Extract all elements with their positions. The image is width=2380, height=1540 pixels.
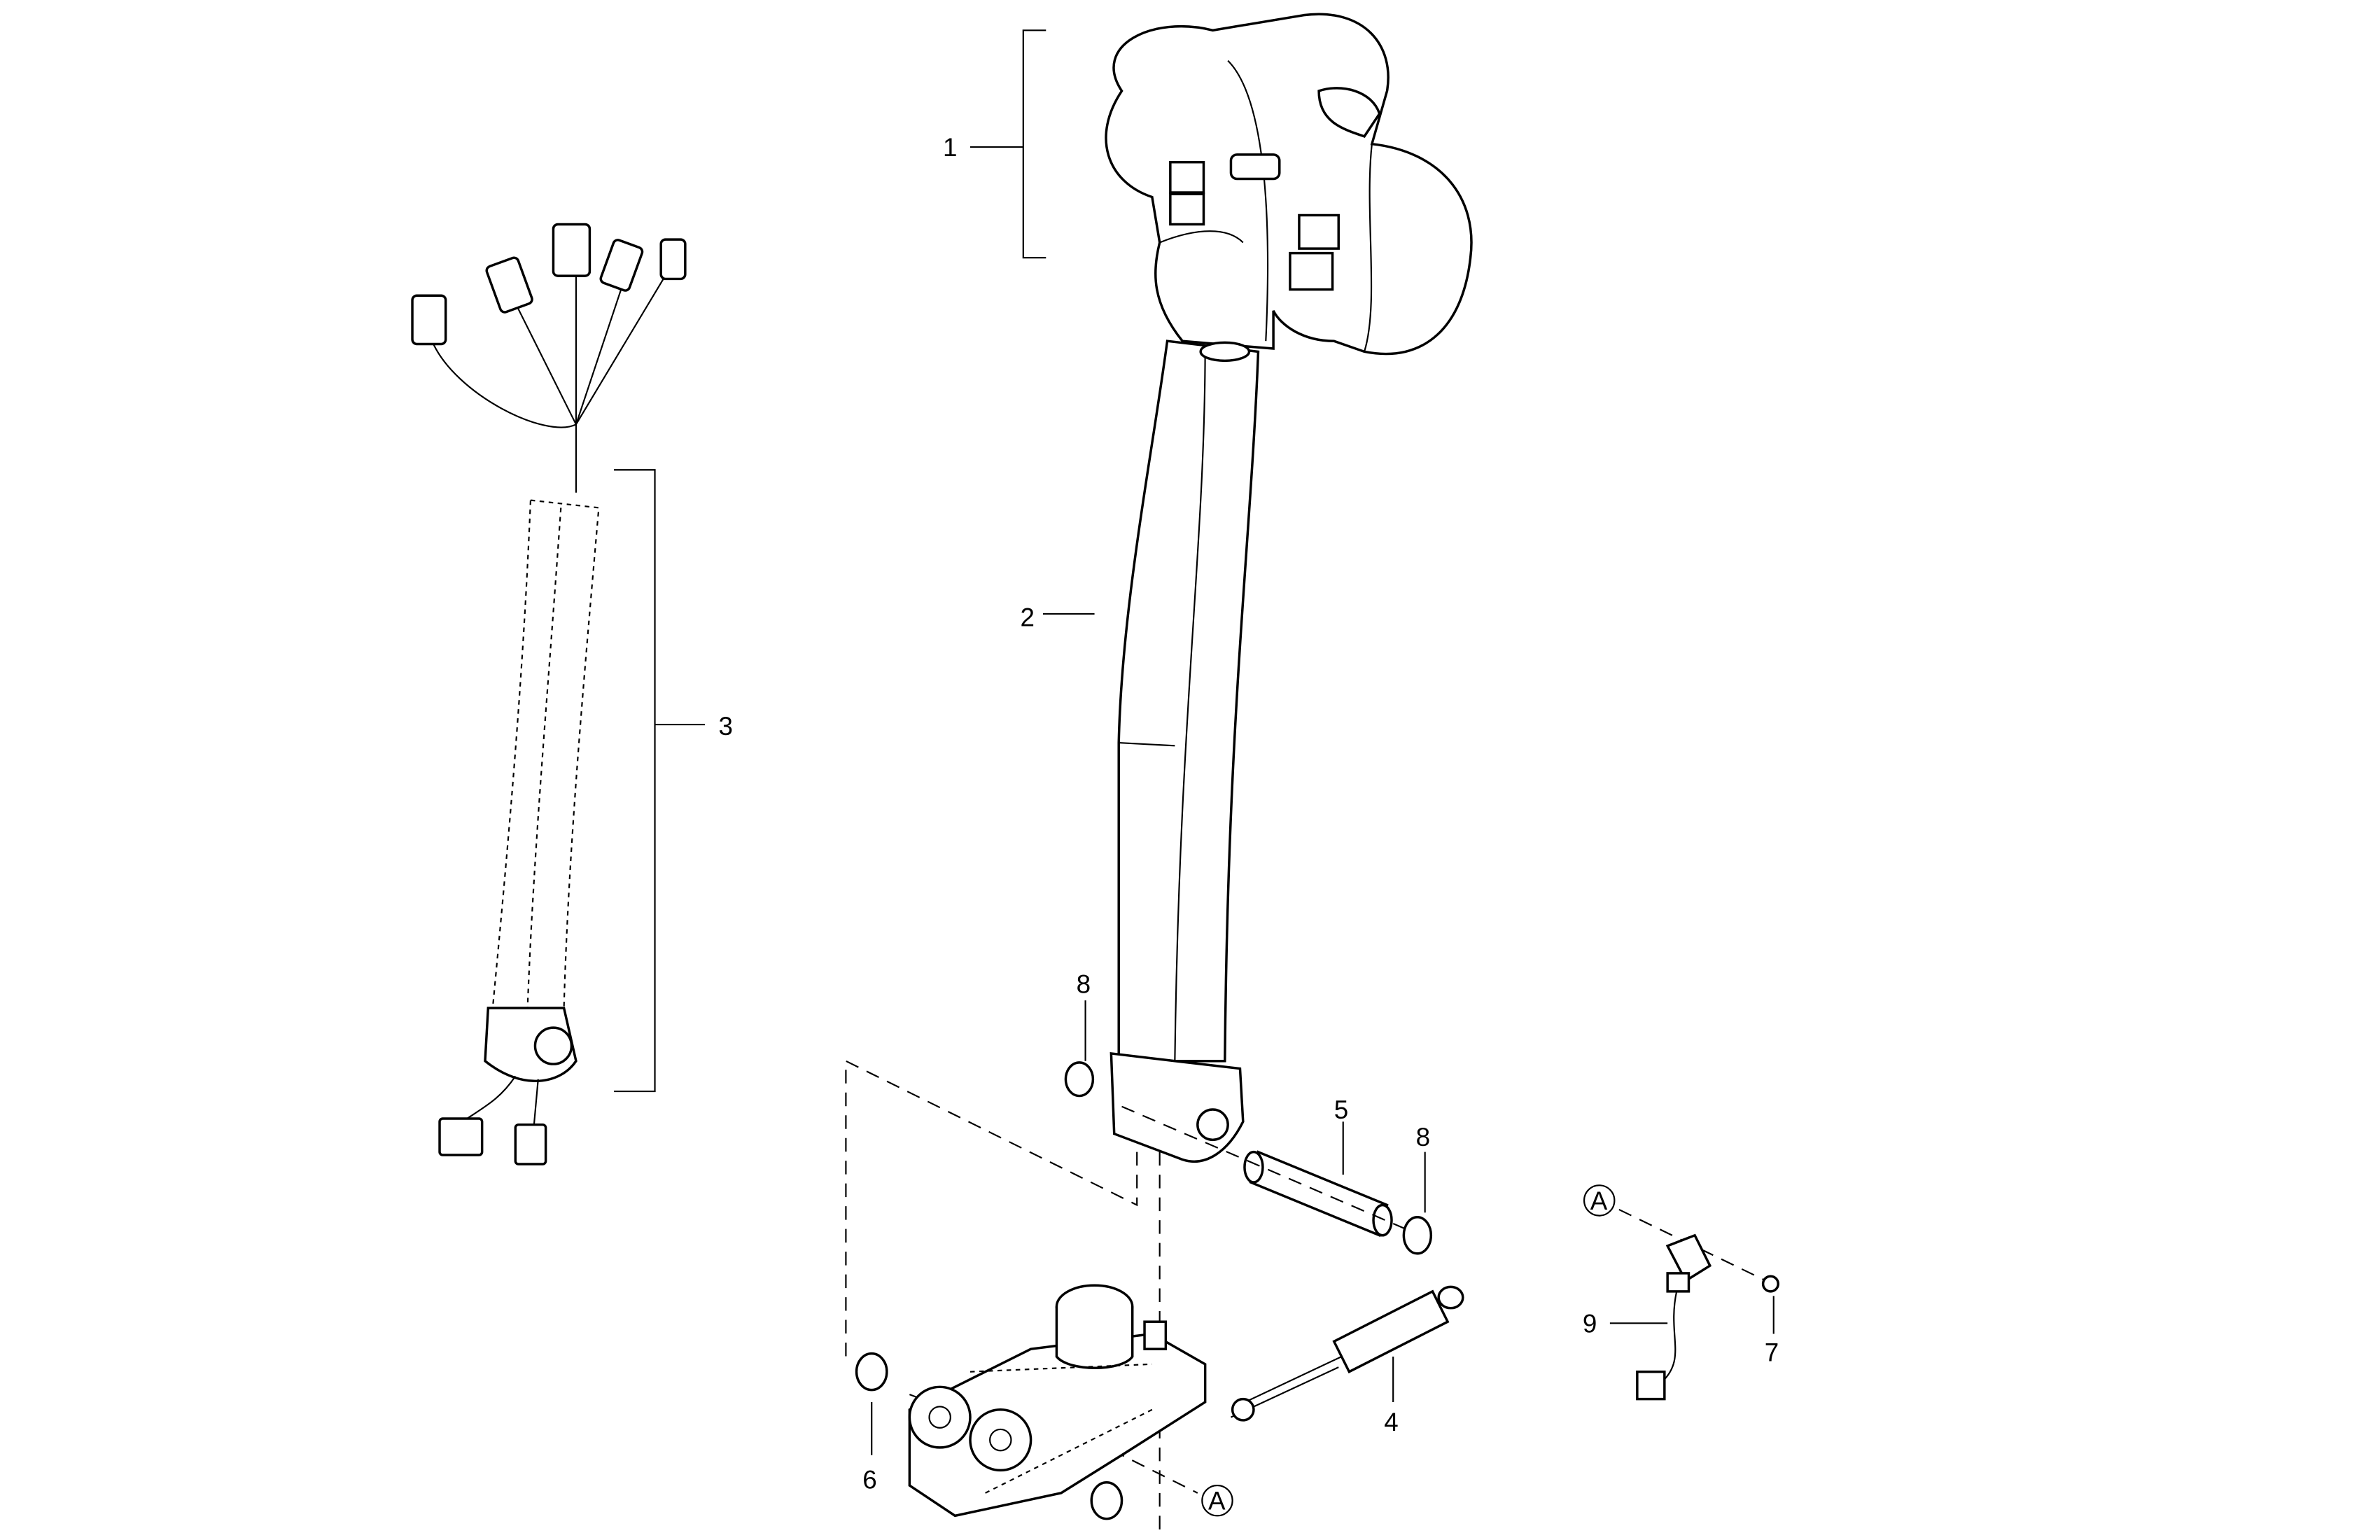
callout-3: 3 bbox=[614, 469, 733, 1093]
tiller-handle bbox=[1105, 13, 1473, 356]
circlip-right: 8 bbox=[1402, 1123, 1433, 1255]
circlip-left: 8 bbox=[1064, 969, 1095, 1098]
svg-text:4: 4 bbox=[1384, 1408, 1398, 1436]
svg-text:8: 8 bbox=[1077, 969, 1091, 998]
callout-2: 2 bbox=[1020, 603, 1095, 631]
wiring-harness bbox=[411, 223, 687, 1166]
reference-a-base: A bbox=[1201, 1484, 1233, 1517]
svg-text:8: 8 bbox=[1416, 1123, 1430, 1152]
svg-text:9: 9 bbox=[1583, 1309, 1597, 1338]
svg-text:5: 5 bbox=[1334, 1096, 1348, 1124]
svg-text:6: 6 bbox=[862, 1465, 876, 1494]
svg-text:A: A bbox=[1208, 1487, 1226, 1516]
screw: 7 bbox=[1761, 1275, 1779, 1366]
svg-text:2: 2 bbox=[1020, 603, 1034, 631]
svg-text:7: 7 bbox=[1765, 1338, 1779, 1366]
reference-a-sensor: A bbox=[1583, 1184, 1767, 1282]
position-sensor: 9 bbox=[1583, 1233, 1712, 1401]
tiller-column bbox=[1110, 340, 1260, 1163]
gas-spring: 4 bbox=[1231, 1285, 1464, 1436]
pivot-pin: 5 bbox=[1243, 1096, 1393, 1238]
pivot-base bbox=[908, 1284, 1207, 1518]
callout-1: 1 bbox=[943, 29, 1046, 259]
bushing: 6 bbox=[855, 1352, 1124, 1520]
svg-text:A: A bbox=[1590, 1186, 1608, 1215]
svg-text:3: 3 bbox=[718, 712, 732, 741]
svg-text:1: 1 bbox=[943, 133, 957, 162]
